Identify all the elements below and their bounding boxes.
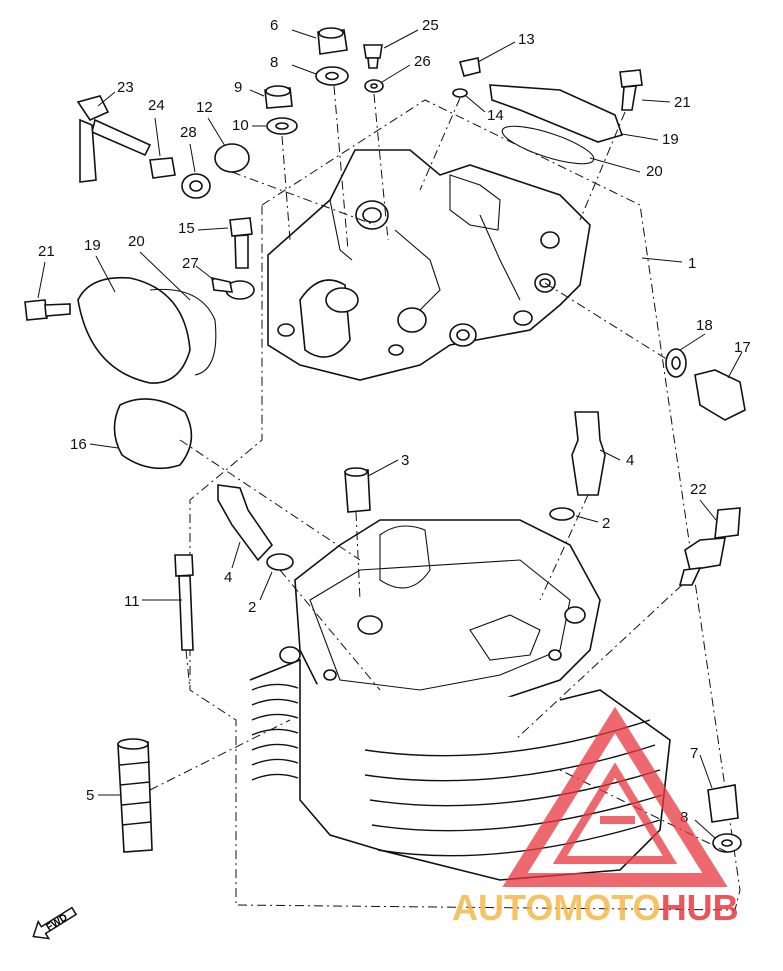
- callout-10: 10: [232, 117, 249, 134]
- callout-27: 27: [182, 255, 199, 272]
- callout-1: 1: [688, 255, 696, 272]
- watermark-text: AUTOMOTOHUB: [452, 887, 739, 928]
- watermark-brand-auto: AUTO: [452, 887, 553, 928]
- callout-16: 16: [70, 436, 87, 453]
- callout-19: 19: [84, 237, 101, 254]
- leader-lines: [37, 29, 743, 839]
- callout-26: 26: [414, 53, 431, 70]
- callout-22: 22: [690, 481, 707, 498]
- watermark-brand-hub: HUB: [661, 887, 739, 928]
- camshaft-housing: [267, 149, 591, 381]
- callout-13: 13: [518, 31, 535, 48]
- callout-15: 15: [178, 220, 195, 237]
- svg-text:AUTOMOTOHUB: AUTOMOTOHUB: [452, 887, 739, 928]
- callout-28: 28: [180, 124, 197, 141]
- callout-6: 6: [270, 17, 278, 34]
- watermark-triangle-icon: [502, 706, 728, 887]
- callout-18: 18: [696, 317, 713, 334]
- callout-4: 4: [626, 452, 634, 469]
- callout-17: 17: [734, 339, 751, 356]
- callout-2: 2: [248, 599, 256, 616]
- callout-8: 8: [270, 54, 278, 71]
- callout-11: 11: [124, 593, 140, 610]
- callout-14: 14: [487, 107, 504, 124]
- callout-19: 19: [662, 131, 679, 148]
- callout-5: 5: [86, 787, 94, 804]
- callout-21: 21: [674, 94, 691, 111]
- callout-20: 20: [128, 233, 145, 250]
- callout-25: 25: [422, 17, 439, 34]
- small-parts: [24, 27, 746, 853]
- callout-12: 12: [196, 99, 213, 116]
- callout-4: 4: [224, 569, 232, 586]
- callout-20: 20: [646, 163, 663, 180]
- callout-2: 2: [602, 515, 610, 532]
- callout-7: 7: [690, 745, 698, 762]
- watermark-brand-moto: MOTO: [553, 887, 660, 928]
- cylinder-head: [249, 519, 671, 881]
- watermark-logo: AUTOMOTOHUB: [452, 706, 739, 928]
- forward-direction-marker: FWD: [32, 906, 78, 940]
- callout-3: 3: [401, 452, 409, 469]
- callout-23: 23: [117, 79, 134, 96]
- callout-24: 24: [148, 97, 165, 114]
- alignment-lines: [149, 85, 728, 853]
- callout-21: 21: [38, 243, 55, 260]
- callout-9: 9: [234, 79, 242, 96]
